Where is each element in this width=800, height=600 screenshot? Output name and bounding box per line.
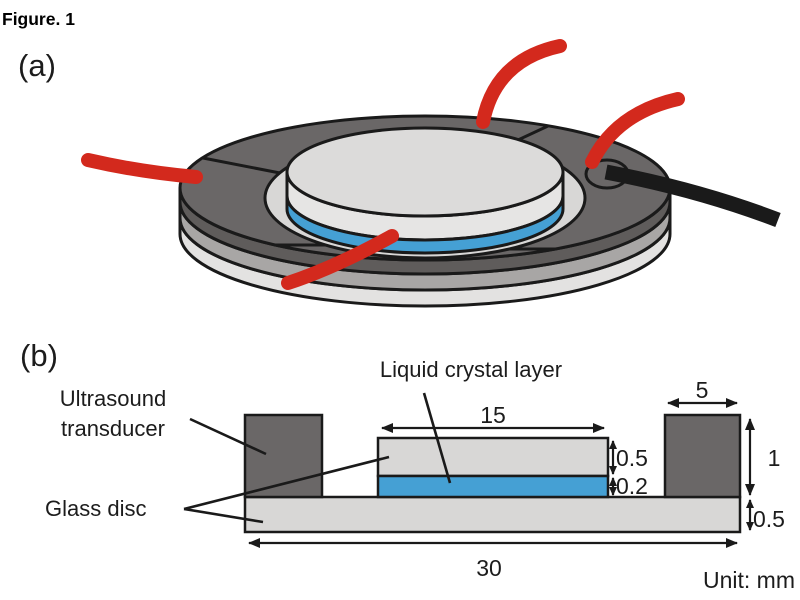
liquid-crystal-label: Liquid crystal layer — [380, 357, 562, 382]
figure-title: Figure. 1 — [2, 9, 75, 29]
ring-segment-dividers — [202, 124, 555, 251]
dim-label-05-bottom: 0.5 — [753, 506, 785, 532]
dim-label-30: 30 — [476, 555, 502, 581]
red-wire-left — [81, 153, 203, 184]
top-glass-rect — [376, 436, 610, 478]
leader-glass-disc-top — [183, 455, 390, 511]
dimension-arrows — [248, 398, 755, 548]
bottom-glass-rect — [243, 495, 742, 534]
dim-label-05-top: 0.5 — [616, 445, 648, 471]
panel-b-label: (b) — [20, 338, 58, 373]
dim-label-15: 15 — [480, 402, 506, 428]
top-glass-disc-3d — [285, 126, 565, 218]
dim-label-02: 0.2 — [616, 473, 648, 499]
panel-a-device — [81, 39, 781, 308]
left-transducer-block — [243, 413, 324, 499]
ultrasound-label-line2: transducer — [61, 416, 165, 441]
leader-liquid-crystal — [422, 392, 452, 484]
panel-b-cross-section: Ultrasound transducer Glass disc Liquid … — [45, 357, 795, 593]
right-transducer-block — [663, 413, 742, 499]
panel-a-label: (a) — [18, 48, 56, 83]
liquid-crystal-rect — [376, 474, 610, 499]
ultrasound-label-line1: Ultrasound — [60, 386, 166, 411]
red-wire-bottom — [281, 229, 399, 290]
leader-lines — [183, 392, 452, 524]
red-wire-upper-right — [585, 92, 685, 169]
leader-ultrasound-transducer — [189, 417, 267, 456]
dim-label-1: 1 — [768, 445, 781, 471]
red-wire-top — [476, 39, 567, 129]
liquid-crystal-band-3d — [285, 195, 565, 255]
black-wire — [604, 164, 781, 228]
wires — [81, 39, 781, 290]
dim-label-5: 5 — [696, 377, 709, 403]
ring-divider-w — [202, 156, 281, 175]
leader-glass-disc-bottom — [183, 507, 264, 524]
glass-disc-label: Glass disc — [45, 496, 146, 521]
unit-note: Unit: mm — [703, 567, 795, 593]
